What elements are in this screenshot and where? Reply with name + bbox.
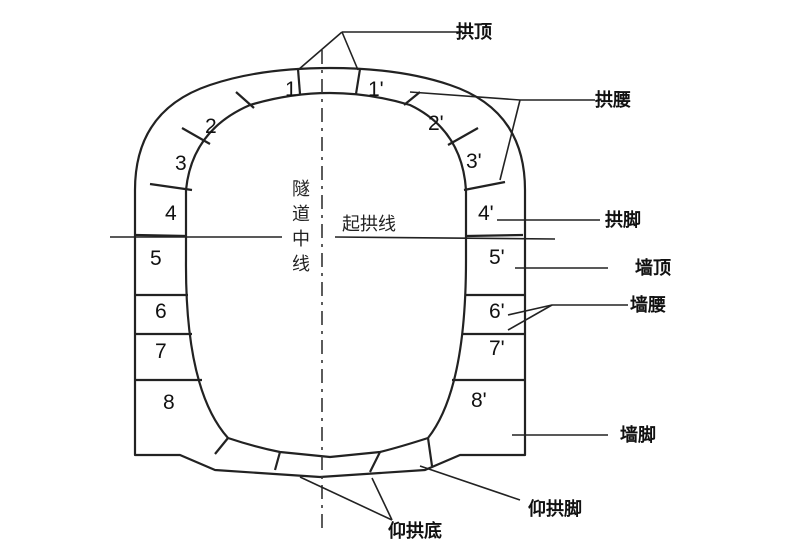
segment-label-right-7: 7' xyxy=(489,337,505,360)
segment-label-left-6: 6 xyxy=(155,300,167,323)
callout-crown: 拱顶 xyxy=(456,21,492,43)
segment-label-right-6: 6' xyxy=(489,300,505,323)
springing-line-right xyxy=(334,236,556,240)
callout-haunch: 拱腰 xyxy=(595,89,631,111)
callout-invert-foot: 仰拱脚 xyxy=(528,498,582,520)
segment-label-right-1: 1' xyxy=(368,78,384,101)
segment-label-left-8: 8 xyxy=(163,391,175,414)
svg-text:道: 道 xyxy=(292,204,310,225)
segment-label-left-5: 5 xyxy=(150,247,162,270)
segment-label-left-1: 1 xyxy=(285,78,297,101)
svg-text:中: 中 xyxy=(292,229,310,250)
segment-label-right-5: 5' xyxy=(489,246,505,269)
callout-springing: 拱脚 xyxy=(605,209,641,231)
svg-text:隧: 隧 xyxy=(292,179,310,200)
centerline-label: 隧 道 中 线 xyxy=(292,179,310,275)
callout-wall-foot: 墙脚 xyxy=(620,424,656,446)
segment-label-right-3: 3' xyxy=(466,150,482,173)
leader-lines xyxy=(297,31,628,521)
left-joints xyxy=(135,91,255,382)
callout-wall-mid: 墙腰 xyxy=(630,294,666,316)
segment-label-right-8: 8' xyxy=(471,389,487,412)
lining-inner-edge xyxy=(184,91,468,459)
callout-invert-bottom: 仰拱底 xyxy=(388,520,442,542)
segment-label-right-4: 4' xyxy=(478,202,494,225)
right-joints xyxy=(403,91,525,382)
segment-label-right-2: 2' xyxy=(428,112,444,135)
lining-outer-edge xyxy=(133,66,527,479)
springing-line-label: 起拱线 xyxy=(342,214,396,235)
segment-label-left-3: 3 xyxy=(175,152,187,175)
svg-text:线: 线 xyxy=(292,254,310,275)
callout-wall-top: 墙顶 xyxy=(635,257,671,279)
segment-label-left-2: 2 xyxy=(205,115,217,138)
invert-joints xyxy=(214,437,434,473)
segment-label-left-7: 7 xyxy=(155,340,167,363)
crown-joints xyxy=(296,68,362,95)
segment-label-left-4: 4 xyxy=(165,202,177,225)
